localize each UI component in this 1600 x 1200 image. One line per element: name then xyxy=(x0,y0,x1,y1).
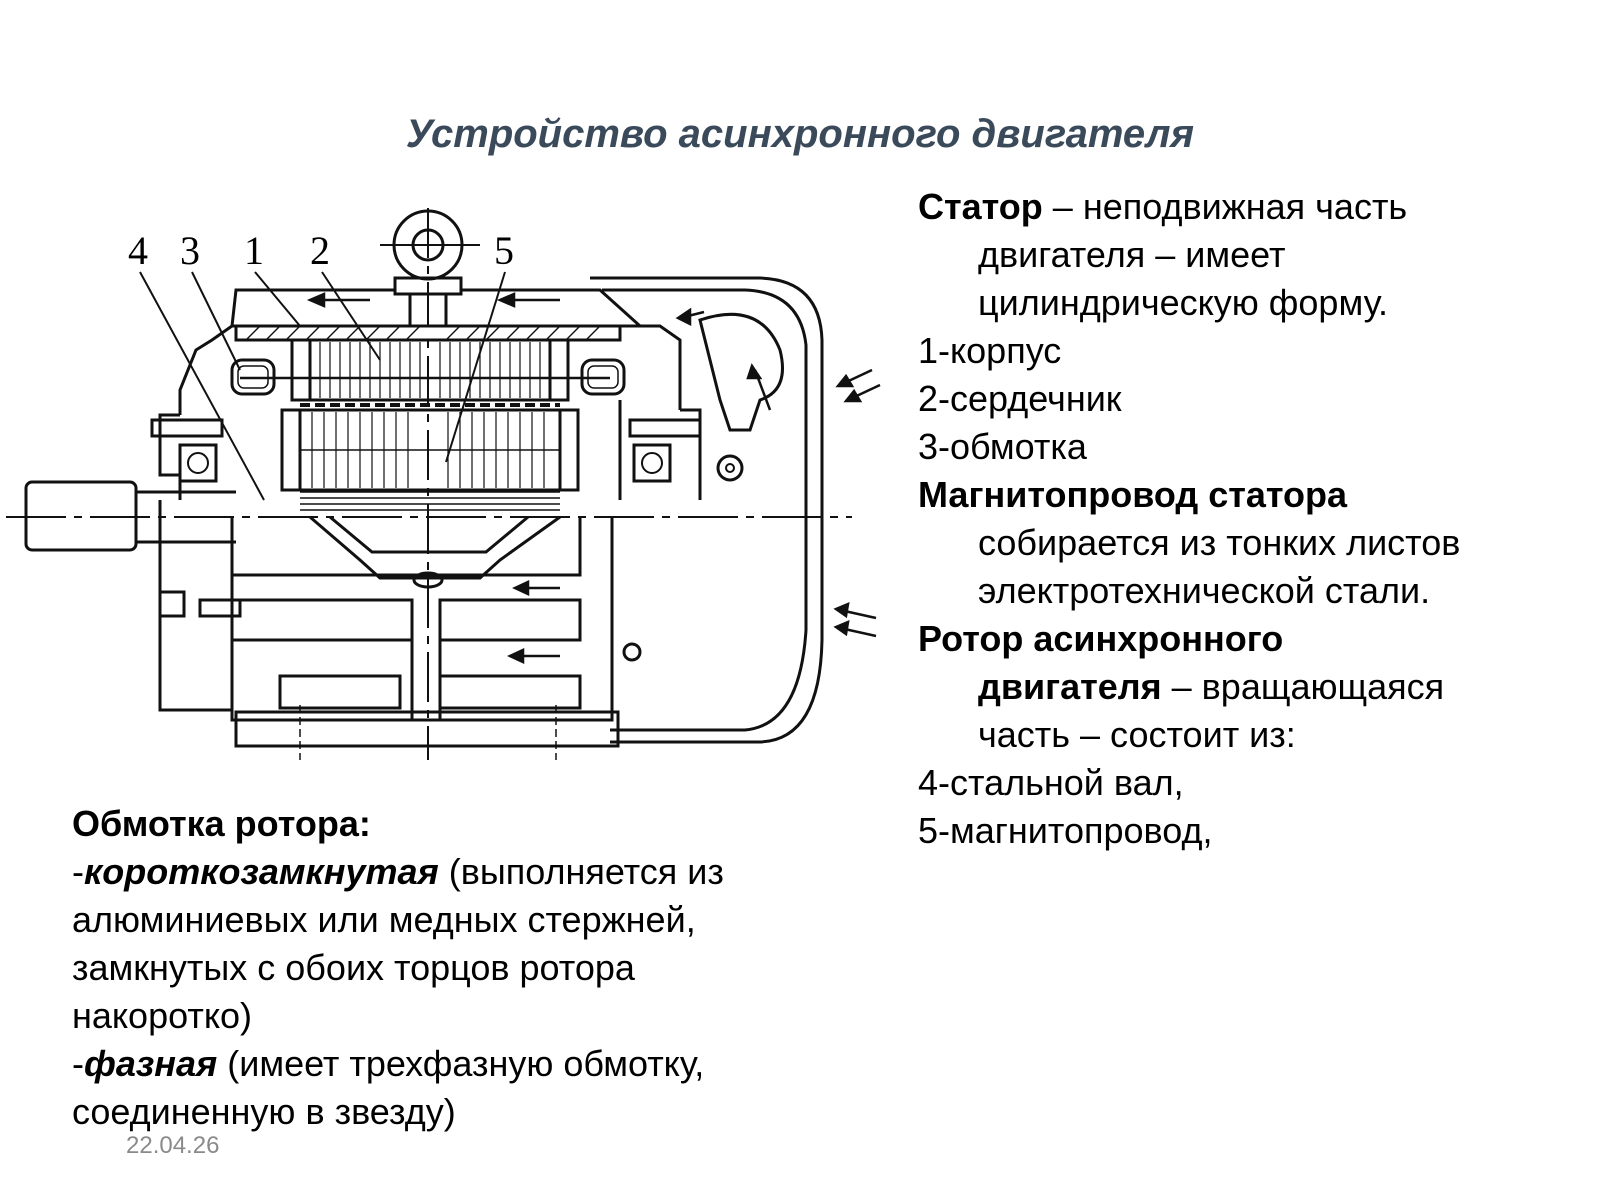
diagram-label-4: 4 xyxy=(128,228,148,273)
slide-date: 22.04.26 xyxy=(126,1132,220,1159)
winding-heading: Обмотка ротора: xyxy=(72,803,371,844)
stator-definition: Статор – неподвижная часть xyxy=(918,186,1408,227)
page-title: Устройство асинхронного двигателя xyxy=(405,112,1195,156)
part-item-2: 2-сердечник xyxy=(918,378,1122,419)
motor-diagram: 4 3 1 2 5 xyxy=(6,208,881,760)
diagram-label-1: 1 xyxy=(244,228,264,273)
winding-type-phase: фазная xyxy=(84,1043,218,1084)
winding-type-squirrel-cage: короткозамкнутая xyxy=(84,851,439,892)
part-item-5: 5-магнитопровод, xyxy=(918,810,1213,851)
stator-term: Статор xyxy=(918,186,1043,227)
part-item-1: 1-корпус xyxy=(918,330,1062,371)
rotor-term: Ротор асинхронного xyxy=(918,618,1284,659)
part-item-4: 4-стальной вал, xyxy=(918,762,1184,803)
diagram-label-2: 2 xyxy=(310,228,330,273)
rotor-winding-description: Обмотка ротора: -короткозамкнутая (выпол… xyxy=(72,800,852,1136)
diagram-label-5: 5 xyxy=(494,228,514,273)
stator-rotor-description: Статор – неподвижная часть двигателя – и… xyxy=(918,183,1578,855)
part-item-3: 3-обмотка xyxy=(918,426,1087,467)
core-term: Магнитопровод статора xyxy=(918,474,1348,515)
diagram-label-3: 3 xyxy=(180,228,200,273)
